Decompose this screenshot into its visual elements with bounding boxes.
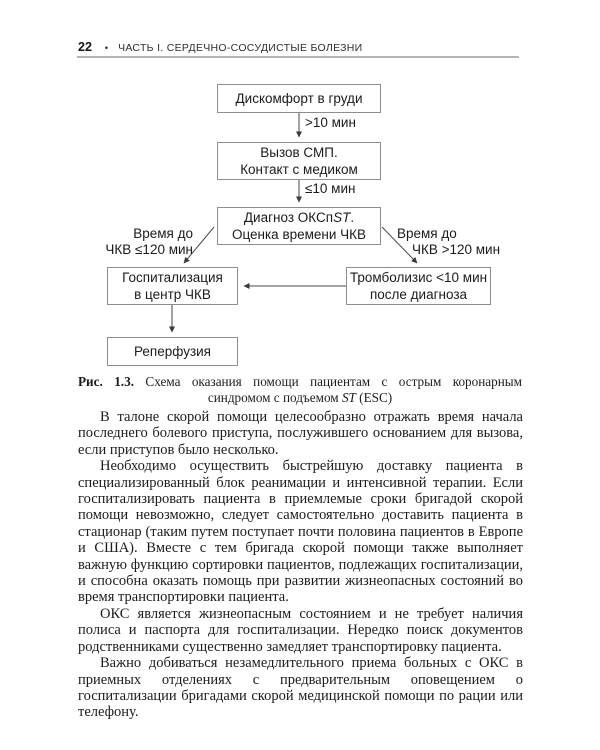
- flow-box-label: Дискомфорт в груди: [235, 91, 363, 106]
- flow-label-time-gt-120: Время до ЧКВ >120 мин: [397, 226, 501, 257]
- header-divider: [77, 56, 519, 58]
- figure-caption: Рис. 1.3. Схема оказания помощи пациента…: [78, 374, 522, 405]
- flow-box-label: Оценка времени ЧКВ: [231, 227, 367, 242]
- flow-box-label: Вызов СМП.: [260, 145, 338, 160]
- body-text: В талоне скорой помощи целесообразно отр…: [78, 409, 523, 721]
- flow-box-label: Реперфузия: [134, 344, 211, 359]
- flow-label-gt-10-min: >10 мин: [305, 115, 356, 130]
- body-paragraph-3: ОКС является жизнеопасным состоянием и н…: [78, 605, 523, 655]
- flow-box-label: Госпитализация: [122, 270, 223, 285]
- flow-connectors: [169, 113, 418, 333]
- flow-box-thrombolysis: Тромболизис <10 мин после диагноза: [346, 267, 491, 305]
- figure-caption-st: ST: [341, 389, 356, 405]
- flow-box-pci-hospitalization: Госпитализация в центр ЧКВ: [107, 267, 238, 305]
- arrow-diagnosis-to-pci: [183, 226, 215, 264]
- flow-box-label: в центр ЧКВ: [134, 287, 211, 302]
- figure-caption-text: (ESC): [355, 389, 393, 405]
- bullet-icon: •: [104, 43, 109, 53]
- flow-box-chest-discomfort: Дискомфорт в груди: [217, 84, 381, 113]
- flow-label-le-10-min: ≤10 мин: [305, 181, 356, 196]
- body-paragraph-1: В талоне скорой помощи целесообразно отр…: [78, 409, 523, 458]
- flow-box-label: Диагноз ОКСпST.: [243, 210, 355, 225]
- figure-caption-number: Рис. 1.3.: [78, 374, 134, 389]
- flow-box-ems-call: Вызов СМП. Контакт с медиком: [217, 142, 381, 180]
- page-header: 22 • ЧАСТЬ I. СЕРДЕЧНО-СОСУДИСТЫЕ БОЛЕЗН…: [78, 40, 522, 54]
- body-paragraph-4: Важно добиваться незамедлительного прием…: [78, 655, 523, 721]
- page-number: 22: [78, 40, 92, 54]
- flowchart-figure: Дискомфорт в груди >10 мин Вызов СМП. Ко…: [75, 75, 525, 373]
- flow-box-reperfusion: Реперфузия: [107, 337, 238, 366]
- body-paragraph-2: Необходимо осуществить быстрейшую достав…: [78, 458, 523, 606]
- figure-caption-text: Схема оказания помощи пациентам с острым…: [134, 374, 522, 405]
- flow-label-time-le-120: Время до ЧКВ ≤120 мин: [105, 226, 193, 257]
- flow-box-label: Тромболизис <10 мин: [349, 270, 488, 285]
- flow-box-diagnosis: Диагноз ОКСпST. Оценка времени ЧКВ: [217, 207, 381, 245]
- arrow-diagnosis-to-lysis: [381, 226, 418, 264]
- flow-box-label: после диагноза: [369, 287, 468, 302]
- flow-box-label: Контакт с медиком: [240, 162, 358, 177]
- chapter-title: ЧАСТЬ I. СЕРДЕЧНО-СОСУДИСТЫЕ БОЛЕЗНИ: [118, 42, 363, 54]
